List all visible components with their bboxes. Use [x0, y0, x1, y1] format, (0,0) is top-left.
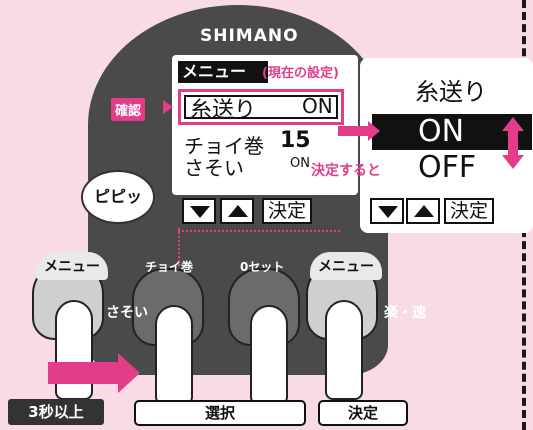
finger-icon — [155, 305, 193, 405]
panel-up-button[interactable] — [406, 198, 440, 224]
hold-arrow-icon — [118, 353, 140, 393]
triangle-up-icon — [228, 205, 248, 217]
lcd-item-ito-okuri: 糸送り — [190, 98, 257, 123]
finger-icon — [55, 300, 93, 400]
menu-confirm-label: メニュー — [310, 252, 382, 280]
panel-kettei-button[interactable]: 決定 — [444, 198, 495, 224]
choimaki-label: チョイ巻 — [145, 260, 194, 274]
lcd-item-choimaki: チョイ巻 — [184, 134, 264, 158]
zero-set-label: 0セット — [240, 260, 285, 274]
transition-arrow-shaft — [338, 126, 374, 136]
triangle-down-icon — [378, 206, 398, 218]
up-arrow-icon — [502, 117, 524, 131]
transition-arrow-icon — [368, 121, 380, 141]
guide-line — [178, 228, 182, 266]
result-off: OFF — [418, 150, 477, 185]
menu-hold-label: メニュー — [36, 252, 108, 280]
kettei-suru-to-label: 決定すると — [311, 163, 381, 179]
lcd-up-button[interactable] — [220, 198, 254, 224]
finger-icon — [325, 300, 363, 400]
lcd-item-sasoi-value: ON — [290, 156, 310, 171]
result-on: ON — [418, 114, 465, 149]
result-title: 糸送り — [415, 78, 487, 106]
lcd-item-sasoi: さそい — [184, 156, 244, 180]
panel-down-button[interactable] — [370, 198, 404, 224]
lcd-kettei-button[interactable]: 決定 — [262, 198, 313, 224]
raku-soku-label: 楽・速 — [384, 305, 426, 321]
lcd-menu-header: メニュー — [178, 61, 268, 83]
lcd-item-ito-okuri-value: ON — [302, 94, 333, 118]
guide-line — [178, 230, 340, 234]
brand-logo: SHIMANO — [200, 26, 299, 46]
confirm-label: 決定 — [318, 400, 408, 426]
beep-bubble: ピピッ — [81, 170, 155, 224]
confirm-arrow-icon — [163, 100, 173, 114]
current-setting-note: (現在の設定) — [262, 66, 339, 81]
lcd-selected-row — [178, 89, 344, 125]
triangle-up-icon — [414, 205, 434, 217]
updown-shaft-icon — [508, 131, 518, 155]
down-arrow-icon — [502, 155, 524, 169]
hold-arrow-shaft — [48, 362, 118, 384]
finger-icon — [250, 305, 288, 405]
lcd-item-choimaki-value: 15 — [280, 128, 311, 153]
confirm-tag: 確認 — [111, 98, 146, 121]
triangle-down-icon — [190, 206, 210, 218]
lcd-down-button[interactable] — [182, 198, 216, 224]
hold-3sec-label: 3秒以上 — [8, 399, 104, 425]
select-label: 選択 — [134, 400, 306, 426]
sasoi-side-label: さそい — [106, 305, 148, 321]
